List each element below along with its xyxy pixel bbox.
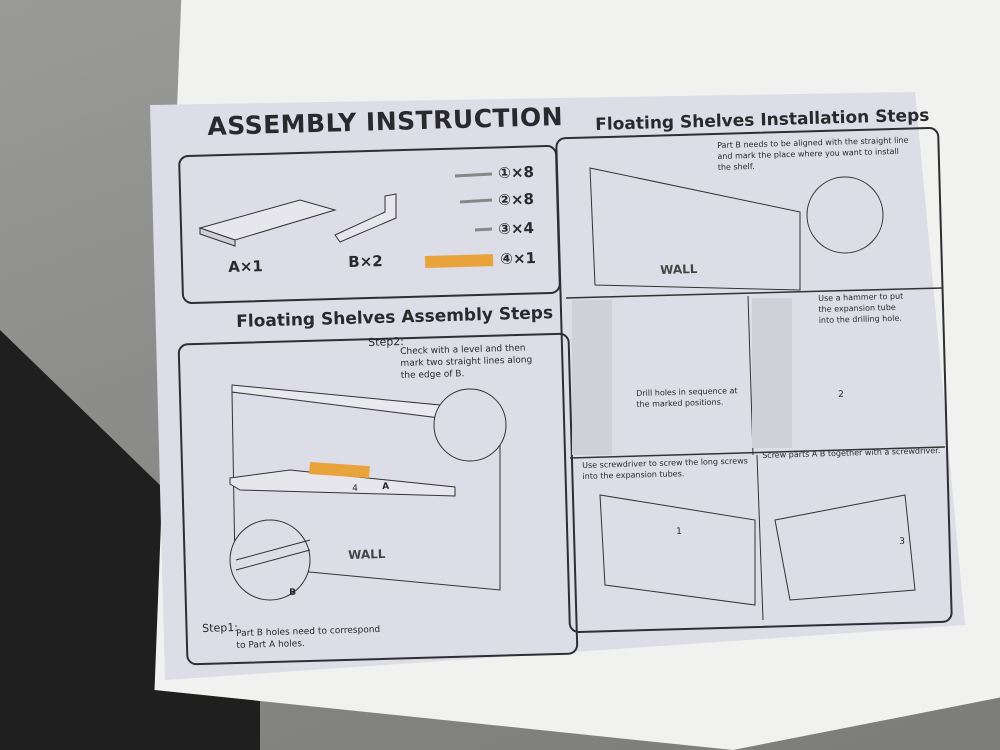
shelf-drawing bbox=[229, 469, 456, 497]
level-drawing bbox=[309, 462, 370, 479]
hammer-text: Use a hammer to put the expansion tube i… bbox=[818, 291, 904, 325]
level-tool-drawing bbox=[424, 254, 494, 268]
install-wall-label: WALL bbox=[660, 261, 698, 277]
zoom-circle-step2 bbox=[433, 388, 507, 462]
zoom-circle-step1 bbox=[229, 519, 311, 601]
hatched-wall-1 bbox=[572, 300, 612, 455]
align-text: Part B needs to be aligned with the stra… bbox=[717, 135, 909, 172]
drill-text: Drill holes in sequence at the marked po… bbox=[636, 386, 738, 409]
tag-2: 2 bbox=[838, 389, 845, 400]
tag-1: 1 bbox=[676, 526, 683, 537]
screw-1-drawing bbox=[454, 172, 493, 178]
hatched-wall-2 bbox=[752, 298, 792, 448]
bracket-drawing bbox=[334, 193, 397, 243]
install-wall-drawing bbox=[589, 167, 801, 291]
tag-3: 3 bbox=[899, 536, 906, 547]
